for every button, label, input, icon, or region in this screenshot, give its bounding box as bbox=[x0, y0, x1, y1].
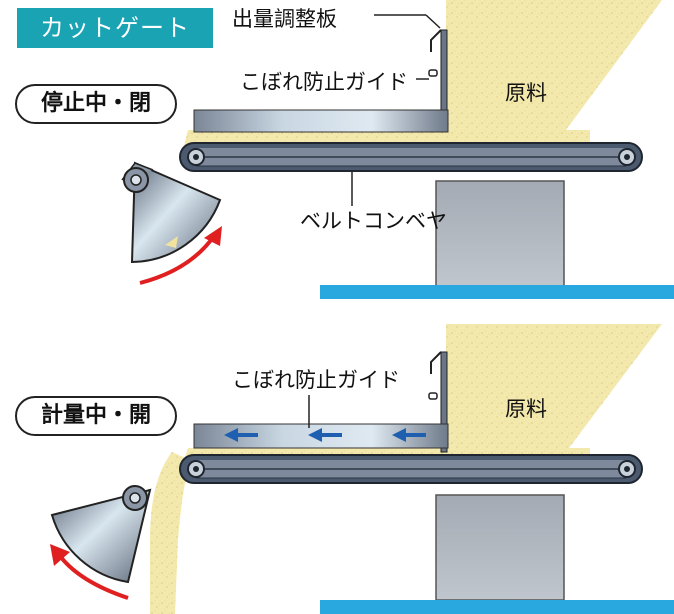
top-panel bbox=[121, 0, 674, 299]
close-direction-arrow bbox=[139, 226, 222, 285]
flow-adjust-plate-bottom bbox=[428, 351, 448, 453]
state-weighing-open: 計量中・開 bbox=[15, 396, 177, 436]
bottom-panel bbox=[50, 324, 674, 614]
spill-guide-label-top: こぼれ防止ガイド bbox=[240, 70, 408, 94]
floor-bottom bbox=[320, 600, 674, 614]
falling-material bbox=[150, 452, 190, 614]
material-label-bottom: 原料 bbox=[505, 397, 547, 421]
guide-flow-arrows bbox=[224, 428, 426, 442]
material-hopper-top bbox=[446, 0, 662, 130]
weighing-block-top bbox=[435, 180, 565, 287]
flow-adjust-plate-label: 出量調整板 bbox=[232, 7, 337, 31]
material-hopper-bottom bbox=[446, 324, 662, 452]
material-label-top: 原料 bbox=[505, 81, 547, 105]
weighing-block-bottom bbox=[435, 494, 565, 601]
cut-gate-closed bbox=[121, 161, 222, 264]
belt-conveyor-bottom bbox=[179, 454, 643, 484]
spill-guide-label-bottom: こぼれ防止ガイド bbox=[232, 368, 400, 392]
state-stopped-closed: 停止中・閉 bbox=[15, 84, 177, 124]
floor-top bbox=[320, 285, 674, 299]
belt-conveyor-label: ベルトコンベヤ bbox=[300, 209, 447, 233]
cut-gate-open bbox=[50, 485, 152, 584]
belt-conveyor-top bbox=[179, 142, 643, 206]
open-direction-arrow bbox=[50, 544, 129, 600]
title-badge: カットゲート bbox=[17, 8, 213, 48]
spill-guide-top bbox=[193, 109, 449, 133]
